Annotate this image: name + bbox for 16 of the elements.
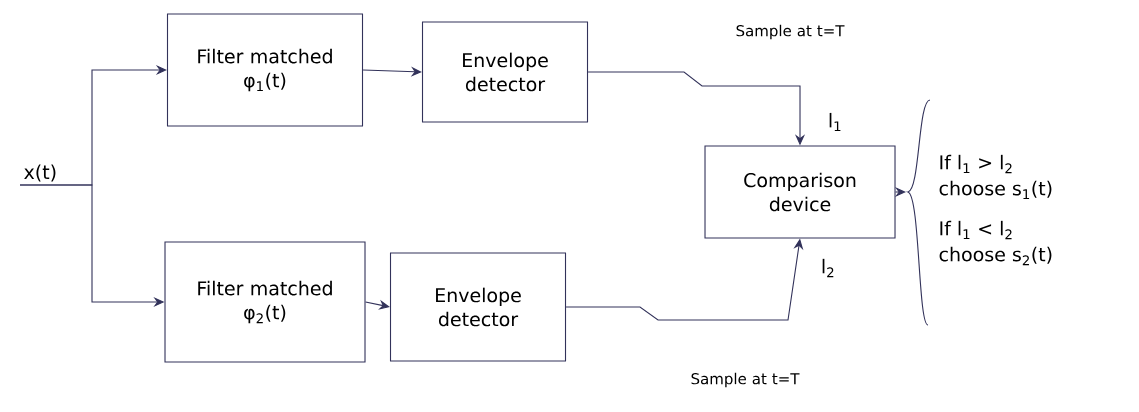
process-box: Filter matched φ$_{2}$(t) bbox=[164, 241, 366, 363]
node-label: choose s$_{1}$(t) bbox=[939, 180, 1052, 199]
node-label: choose s$_{2}$(t) bbox=[939, 246, 1052, 266]
arrow bbox=[365, 299, 390, 310]
sample-label: Sample at t=T bbox=[736, 24, 845, 40]
process-box: Comparison device bbox=[704, 145, 896, 239]
process-box: Filter matched φ$_{1}$(t) bbox=[166, 13, 364, 127]
node-label: If l$_{1}$ > l$_{2}$ bbox=[940, 154, 1012, 174]
decision-text: If l$_{1}$ > l$_{2}$ choose s$_{1}$(t) If l$_{1}$ < l$_{2}$ choose s$_{2}$(t) bbox=[939, 154, 1052, 266]
process-box: Envelope detector bbox=[389, 252, 567, 362]
signal-label: x(t) bbox=[24, 164, 56, 182]
process-box: Envelope detector bbox=[421, 21, 589, 123]
node-label: If l$_{1}$ < l$_{2}$ bbox=[940, 220, 1012, 240]
edge-label: l$_{1}$ bbox=[829, 112, 841, 132]
sample-label: Sample at t=T bbox=[691, 372, 800, 388]
edge-label: l$_{2}$ bbox=[822, 258, 834, 278]
